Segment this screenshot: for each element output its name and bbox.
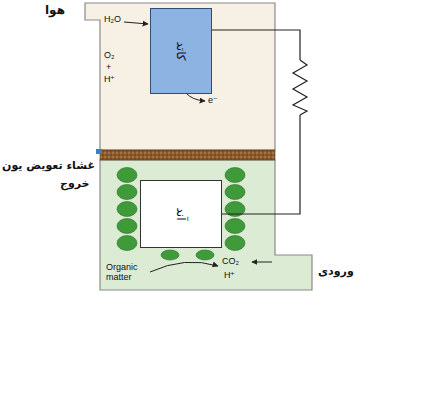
species-label: O₂ (104, 50, 115, 60)
species-label: H⁺ (104, 74, 116, 84)
inlet-arrow (252, 262, 272, 263)
outlet-label: خروج (60, 178, 90, 191)
species-label: + (106, 62, 111, 72)
species-label: H₂O (104, 14, 121, 24)
cathode-chamber (85, 3, 275, 150)
species-label: H⁺ (224, 270, 236, 280)
resistor-symbol (293, 60, 307, 115)
inlet-label: ورودی (318, 266, 354, 279)
water-arrow (124, 22, 148, 24)
anode-chamber (100, 160, 312, 290)
membrane-label: غشاء تعویض یون (2, 160, 95, 173)
external-wire (212, 30, 300, 214)
cathode-box: کاتد (150, 8, 212, 94)
membrane-edge (96, 149, 102, 154)
oxidation-arrow (150, 262, 218, 272)
anode-box: آند (140, 180, 222, 248)
electrode-label: آند (174, 208, 188, 221)
substrate-label: Organic matter (106, 262, 152, 283)
ion-exchange-membrane (100, 150, 275, 160)
electron-arrow (186, 93, 205, 101)
species-label: CO₂ (222, 256, 239, 266)
electrode-label: کاتد (174, 41, 188, 60)
electron-label: e⁻ (208, 95, 218, 105)
air-label: هوا (45, 4, 65, 18)
